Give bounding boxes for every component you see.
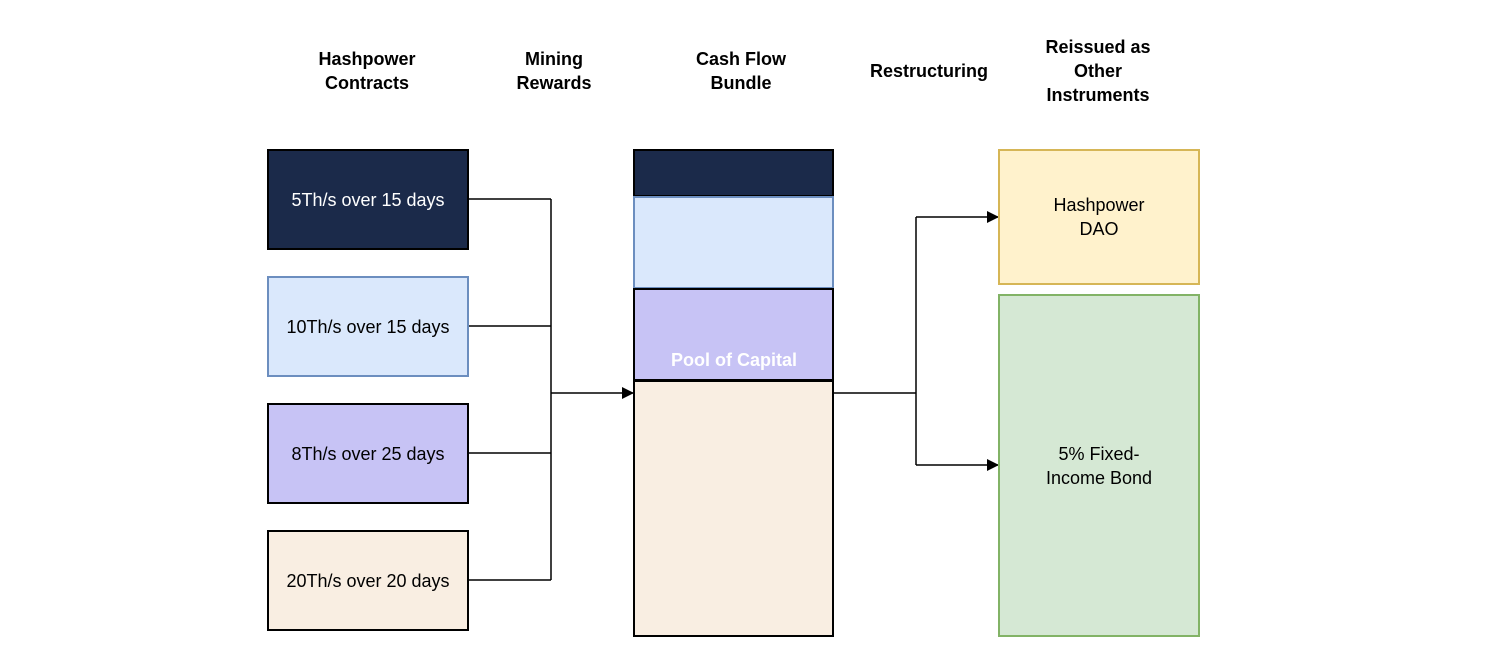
contract-label-1: 5Th/s over 15 days xyxy=(291,189,445,210)
pool-of-capital-label: Pool of Capital xyxy=(671,350,797,370)
fixed-income-bond-box: 5% Fixed- Income Bond xyxy=(998,294,1200,637)
bundle-segment-1 xyxy=(633,149,834,197)
contract-box-1: 5Th/s over 15 days xyxy=(267,149,469,250)
contract-label-2: 10Th/s over 15 days xyxy=(286,316,450,337)
contract-box-3: 8Th/s over 25 days xyxy=(267,403,469,504)
bundle-segment-3 xyxy=(633,288,834,381)
header-restructuring: Restructuring xyxy=(869,61,988,81)
header-hashpower-contracts: Hashpower Contracts xyxy=(318,49,416,93)
contract-box-4: 20Th/s over 20 days xyxy=(267,530,469,631)
contract-label-3: 8Th/s over 25 days xyxy=(291,443,445,464)
bundle-segment-4 xyxy=(633,380,834,637)
contract-label-4: 20Th/s over 20 days xyxy=(286,570,450,591)
header-reissued: Reissued as Other Instruments xyxy=(1045,37,1151,105)
bundle-segment-2 xyxy=(633,196,834,289)
header-cash-flow-bundle: Cash Flow Bundle xyxy=(695,49,786,93)
hashpower-dao-box: Hashpower DAO xyxy=(998,149,1200,285)
fixed-income-bond-label: 5% Fixed- Income Bond xyxy=(1045,443,1153,488)
hashpower-dao-label: Hashpower DAO xyxy=(1053,195,1145,239)
contract-box-2: 10Th/s over 15 days xyxy=(267,276,469,377)
header-mining-rewards: Mining Rewards xyxy=(516,49,592,93)
